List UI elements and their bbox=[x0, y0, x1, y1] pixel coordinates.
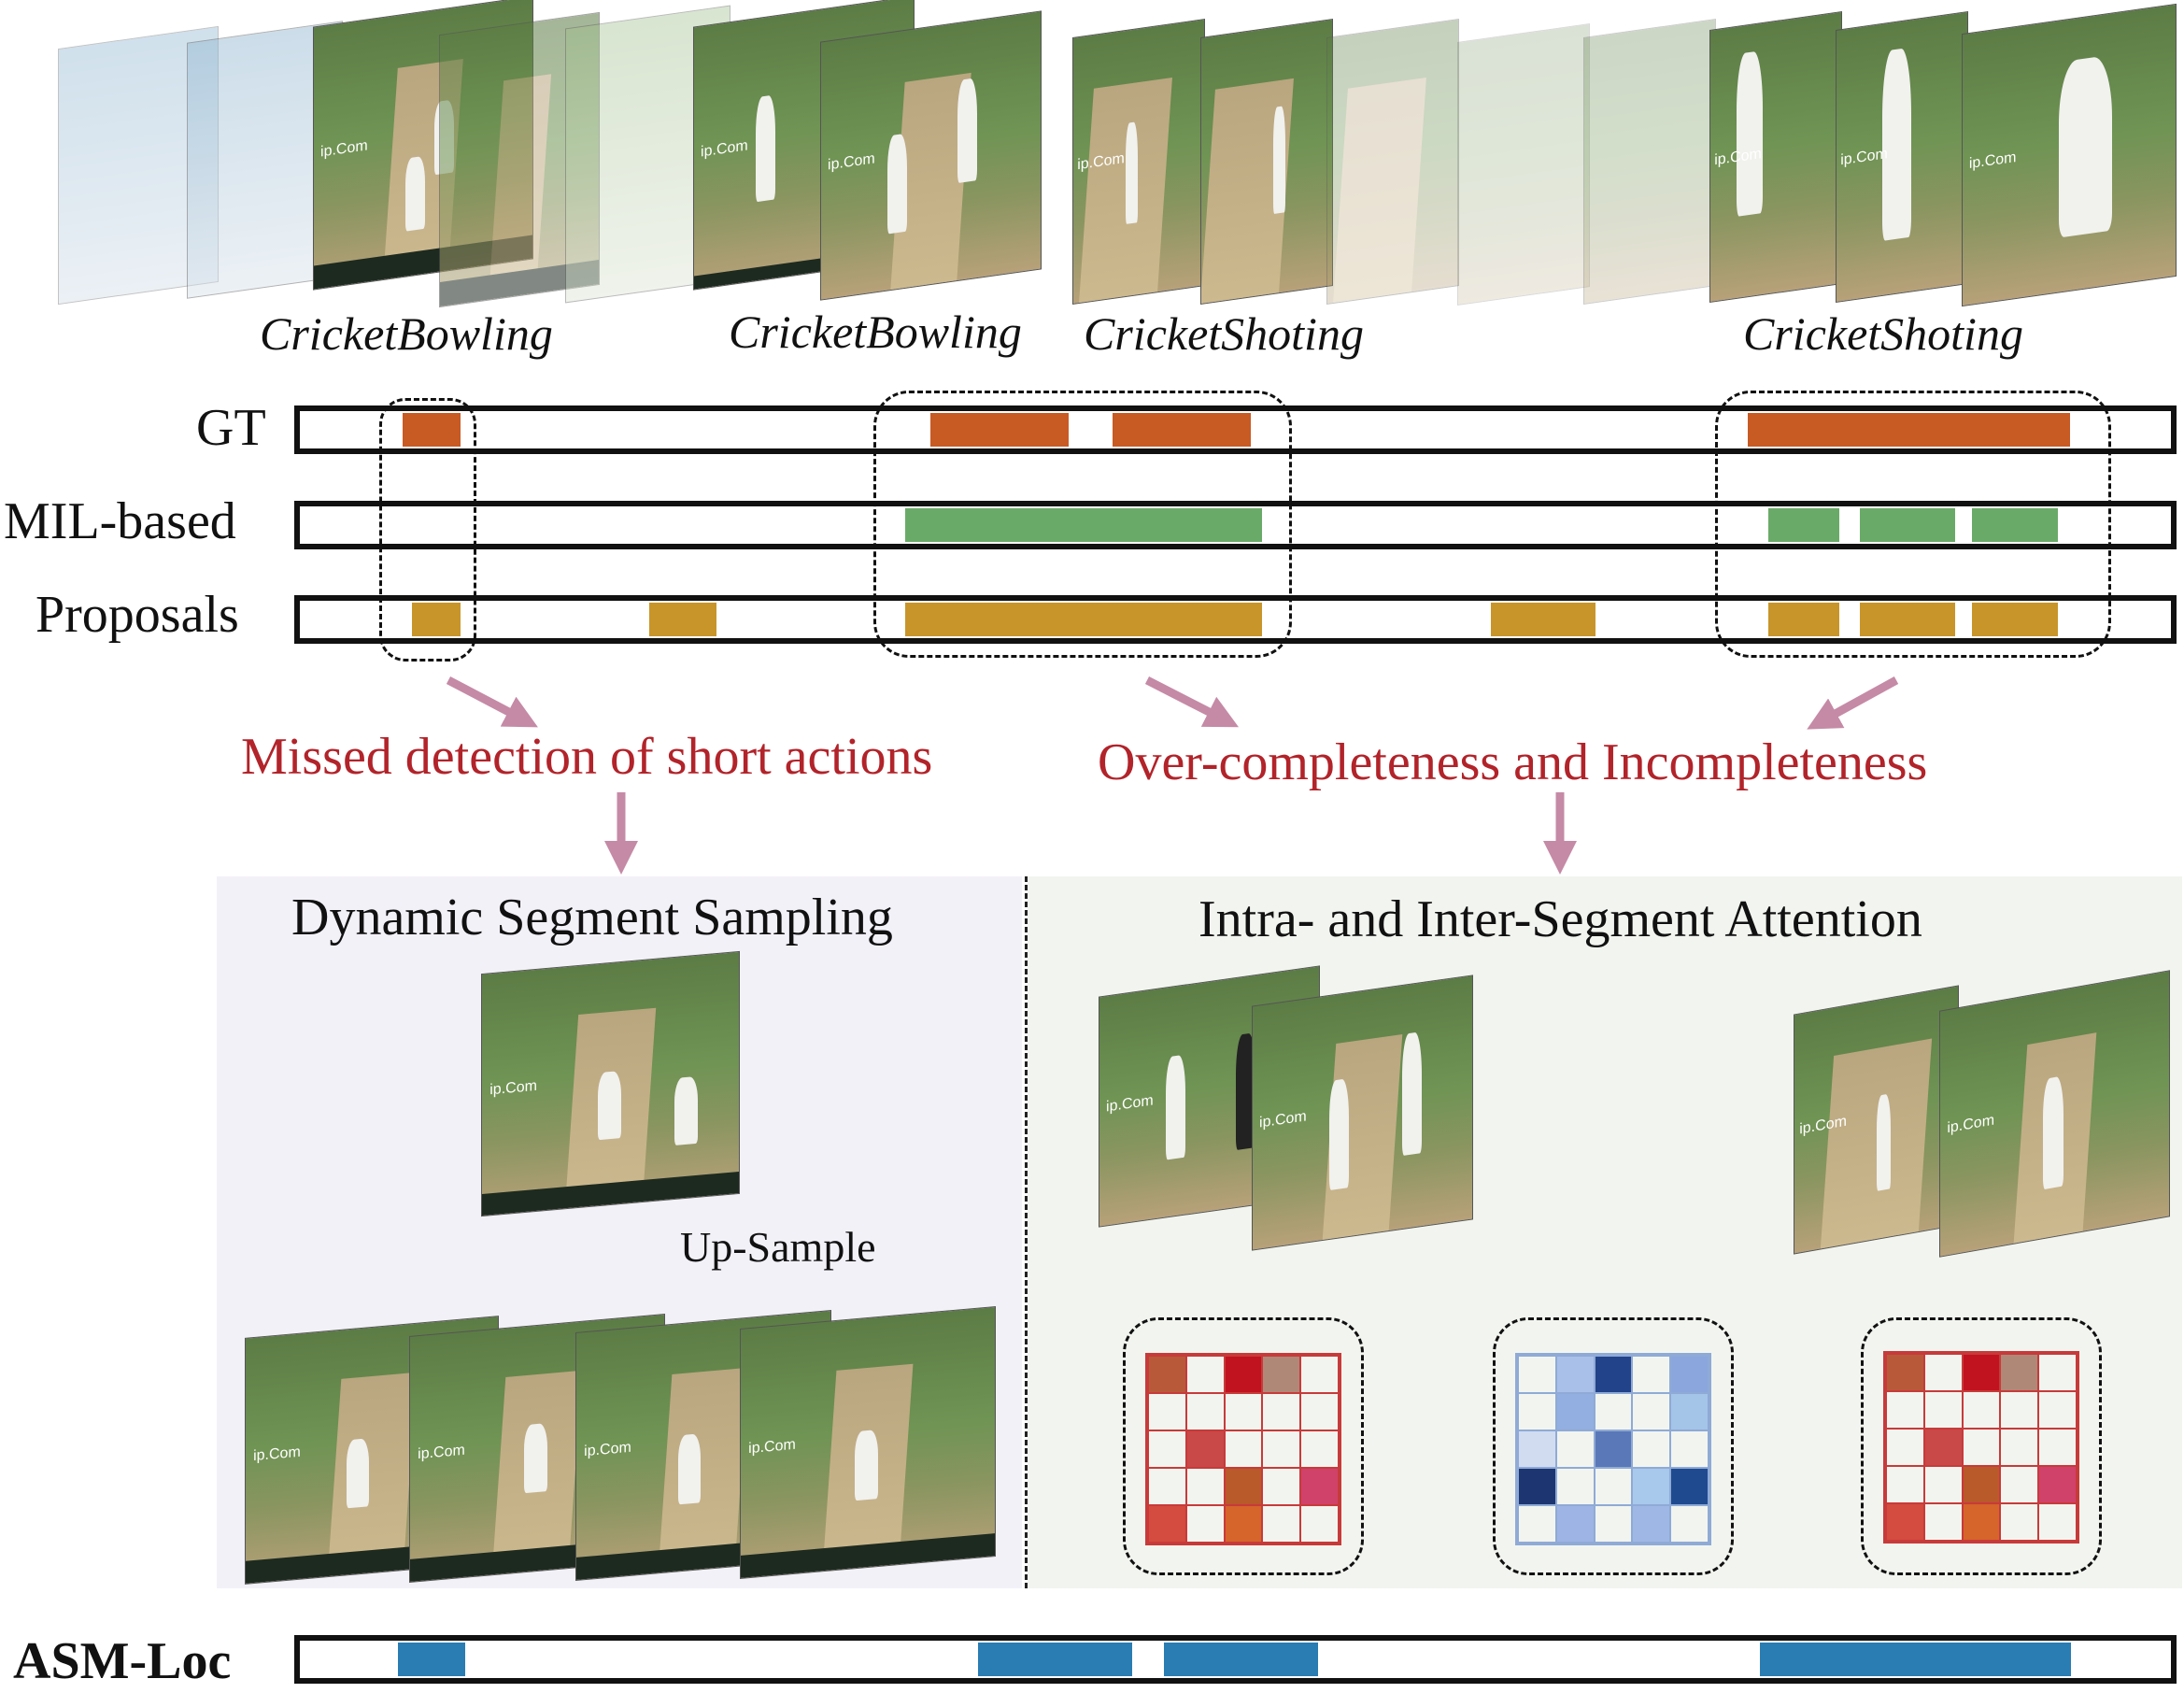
asm-track bbox=[294, 1635, 2177, 1684]
action-label: CricketBowling bbox=[260, 307, 553, 360]
asm-segment bbox=[1760, 1643, 2071, 1676]
mil-track bbox=[294, 501, 2177, 549]
action-label: CricketShoting bbox=[1743, 307, 2023, 360]
mil-segment bbox=[905, 508, 1262, 542]
proposal-segment bbox=[1768, 603, 1839, 636]
video-frame: ip.Com bbox=[481, 950, 740, 1217]
attention-matrix-icon bbox=[1515, 1353, 1711, 1545]
video-frame: ip.Com bbox=[1939, 970, 2170, 1258]
left-panel-title: Dynamic Segment Sampling bbox=[291, 889, 893, 946]
row-label-gt: GT bbox=[196, 399, 266, 457]
video-frame: ip.Com bbox=[1252, 975, 1473, 1251]
issue-completeness: Over-completeness and Incompleteness bbox=[1098, 733, 1928, 791]
mil-segment bbox=[1768, 508, 1839, 542]
gt-segment bbox=[930, 413, 1069, 447]
highlight-box-short bbox=[379, 398, 476, 662]
issue-short-actions: Missed detection of short actions bbox=[241, 728, 933, 786]
proposal-segment bbox=[1860, 603, 1955, 636]
action-label: CricketShoting bbox=[1084, 307, 1364, 360]
proposal-segment bbox=[1491, 603, 1595, 636]
action-label: CricketBowling bbox=[729, 306, 1022, 358]
row-label-mil: MIL-based bbox=[4, 492, 236, 550]
highlight-box-middle bbox=[873, 391, 1292, 658]
attention-box-intra-right bbox=[1861, 1317, 2102, 1575]
attention-matrix-icon bbox=[1883, 1351, 2079, 1544]
upsample-label: Up-Sample bbox=[680, 1223, 876, 1271]
proposal-segment bbox=[905, 603, 1262, 636]
right-panel-title: Intra- and Inter-Segment Attention bbox=[1198, 890, 1922, 948]
video-frame: ip.Com bbox=[740, 1306, 996, 1579]
attention-box-inter bbox=[1493, 1317, 1734, 1575]
panel-divider bbox=[1025, 876, 1028, 1588]
highlight-box-right bbox=[1715, 391, 2111, 658]
asm-segment bbox=[398, 1643, 465, 1676]
video-frame: ip.Com bbox=[1794, 985, 1959, 1255]
asm-segment bbox=[1164, 1643, 1318, 1676]
proposal-segment bbox=[649, 603, 716, 636]
proposals-track bbox=[294, 595, 2177, 644]
asm-segment bbox=[978, 1643, 1132, 1676]
row-label-proposals: Proposals bbox=[35, 586, 239, 644]
gt-segment bbox=[1113, 413, 1251, 447]
row-label-asm: ASM-Loc bbox=[13, 1632, 232, 1690]
gt-segment bbox=[1748, 413, 2070, 447]
proposal-segment bbox=[412, 603, 461, 636]
gt-track bbox=[294, 405, 2177, 454]
mil-segment bbox=[1860, 508, 1955, 542]
attention-box-intra-left bbox=[1123, 1317, 1364, 1575]
proposal-segment bbox=[1972, 603, 2058, 636]
mil-segment bbox=[1972, 508, 2058, 542]
attention-matrix-icon bbox=[1145, 1353, 1341, 1545]
